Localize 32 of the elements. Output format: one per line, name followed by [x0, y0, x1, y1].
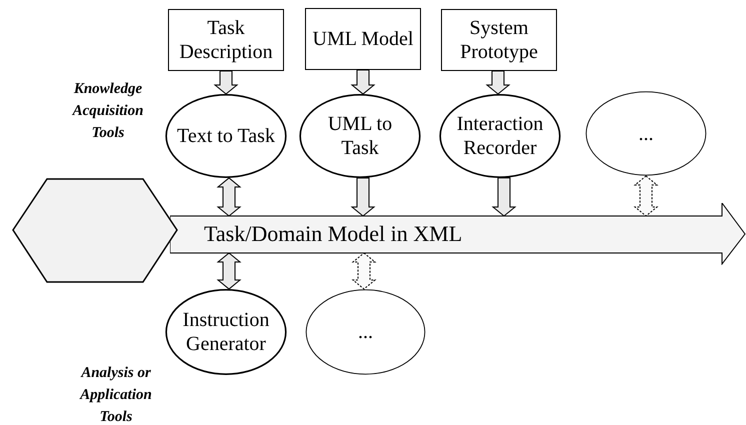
hexagon [12, 178, 178, 283]
node-text: Text to Task [177, 124, 275, 148]
block-arrow [352, 252, 376, 290]
input-box [168, 9, 284, 71]
block-arrow [350, 70, 376, 95]
input-box [441, 9, 557, 71]
group-label: Knowledge Acquisition Tools [70, 80, 144, 142]
block-arrow [216, 252, 242, 290]
tool-ellipse [165, 94, 287, 178]
tool-ellipse [305, 289, 426, 375]
node-text: UML Model [312, 27, 414, 51]
tool-ellipse [585, 91, 707, 176]
block-arrow [216, 177, 242, 217]
node-text: Interaction Recorder [456, 112, 544, 160]
tool-ellipse [299, 94, 421, 178]
node-text: Task/Domain Model in XML [204, 220, 462, 248]
node-text: Instruction Generator [182, 308, 270, 356]
node-text: UML to Task [326, 112, 394, 160]
node-text: System Prototype [459, 16, 539, 64]
group-label: Analysis or Application Tools [78, 364, 153, 425]
node-text: Task Description [178, 16, 274, 64]
block-arrow [634, 175, 658, 217]
block-arrow [486, 70, 510, 95]
block-arrow [214, 70, 238, 95]
tool-ellipse [439, 94, 561, 178]
block-arrow [492, 177, 516, 217]
block-arrow [350, 177, 376, 217]
model-arrow [170, 203, 746, 265]
node-text: ... [638, 122, 654, 146]
input-box [305, 8, 421, 70]
tool-ellipse [165, 289, 287, 375]
node-text: ... [358, 320, 373, 344]
